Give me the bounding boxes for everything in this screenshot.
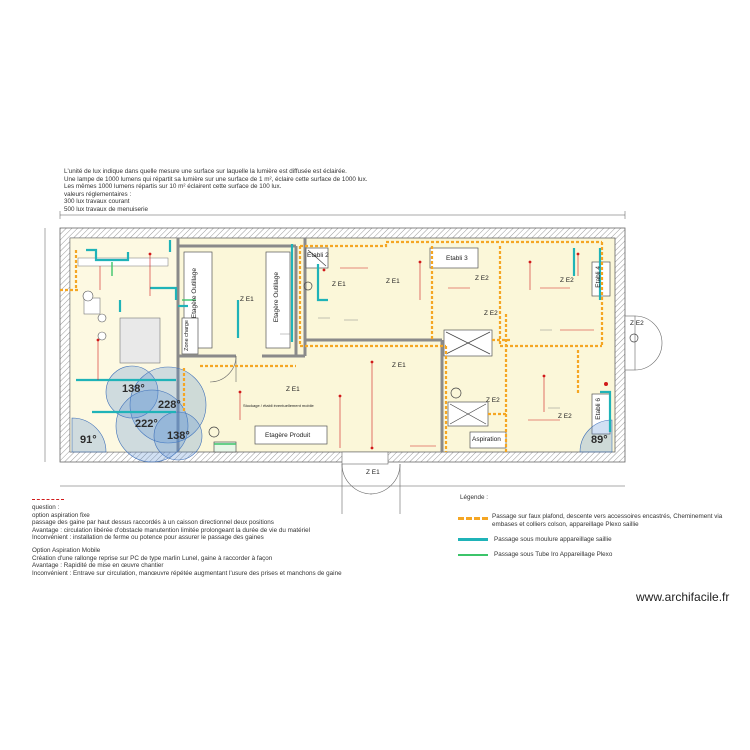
orange-ceiling-routes xyxy=(60,240,604,452)
note-line: Création d'une rallonge reprise sur PC d… xyxy=(32,554,273,562)
zone-ze1: Z E1 xyxy=(332,281,346,288)
red-dash-separator xyxy=(32,499,64,500)
note-line: passage des gaine par haut dessus raccor… xyxy=(32,519,274,527)
label-etabli-6: Etabli 6 xyxy=(595,398,602,420)
angle-label: 138° xyxy=(122,383,145,395)
zone-ze2: Z E2 xyxy=(486,397,500,404)
note-line: Option Aspiration Mobile xyxy=(32,547,101,554)
zone-ze1: Z E1 xyxy=(386,278,400,285)
label-etabli-4: Etabli 4 xyxy=(595,266,602,288)
zone-ze1: Z E1 xyxy=(240,296,254,303)
angle-label: 228° xyxy=(158,399,181,411)
zone-ze1: Z E1 xyxy=(392,362,406,369)
label-stockage: Stockage / établi éventuellement mobile xyxy=(243,403,314,408)
marker-dots xyxy=(96,252,608,450)
teal-conduit xyxy=(76,240,612,432)
label-etagere-produit: Etagère Produit xyxy=(265,432,311,439)
zone-ze2: Z E2 xyxy=(475,275,489,282)
note-line: Avantage : circulation libérée d'obstacl… xyxy=(32,526,310,534)
watermark: www.archifacile.fr xyxy=(636,590,730,604)
label-etabli-3: Etabli 3 xyxy=(446,255,468,262)
angle-label: 89° xyxy=(591,434,608,446)
legend-swatch-orange xyxy=(458,517,488,520)
label-aspiration: Aspiration xyxy=(472,436,501,443)
legend-swatch-green xyxy=(458,554,488,556)
label-zone-charge: Zone charge xyxy=(184,320,190,351)
zone-ze2: Z E2 xyxy=(484,310,498,317)
legend-title: Légende : xyxy=(460,494,489,501)
label-etagere-outillage-1: Etagère Outillage xyxy=(191,268,198,319)
lighting-coverage xyxy=(71,365,613,463)
angle-label: 222° xyxy=(135,418,158,430)
dimension-markers xyxy=(97,254,594,448)
zone-ze2: Z E2 xyxy=(560,277,574,284)
note-line: option aspiration fixe xyxy=(32,511,90,519)
notes-question: question : option aspiration fixe passag… xyxy=(32,504,310,542)
note-line: valeurs réglementaires : xyxy=(64,190,132,198)
zone-ze2: Z E2 xyxy=(558,413,572,420)
note-line: Inconvénient : installation de ferme ou … xyxy=(32,534,264,542)
note-line: question : xyxy=(32,504,60,511)
legend-swatch-teal xyxy=(458,538,488,541)
green-tube xyxy=(111,262,236,445)
note-line: Une lampe de 1000 lumens qui répartit sa… xyxy=(64,175,368,183)
label-etabli-2: Etabli 2 xyxy=(307,252,329,259)
zone-ze1: Z E1 xyxy=(366,469,380,476)
note-line: Avantage : Rapidité de mise en œuvre cha… xyxy=(32,562,164,570)
angle-label: 138° xyxy=(167,430,190,442)
note-line: Inconvénient : Entrave sur circulation, … xyxy=(32,569,342,577)
notes-option: Option Aspiration Mobile Création d'une … xyxy=(32,547,342,577)
note-line: L'unité de lux indique dans quelle mesur… xyxy=(64,168,347,175)
label-etagere-outillage-2: Etagère Outillage xyxy=(273,272,280,323)
legend-item-ceiling: Passage sur faux plafond, descente vers … xyxy=(492,513,732,528)
note-line: 500 lux travaux de menuiserie xyxy=(64,205,149,213)
angle-label: 91° xyxy=(80,434,97,446)
note-line: Les mêmes 1000 lumens répartis sur 10 m²… xyxy=(64,183,282,191)
legend-item-label: Passage sur faux plafond, descente vers … xyxy=(492,513,723,528)
notes-top: L'unité de lux indique dans quelle mesur… xyxy=(64,168,367,214)
dimension-lines xyxy=(44,211,626,487)
legend-item-tube: Passage sous Tube Iro Appareillage Plexo xyxy=(494,551,613,558)
zone-ze1: Z E1 xyxy=(286,386,300,393)
legend-item-moulure: Passage sous moulure appareillage sailli… xyxy=(494,536,612,543)
note-line: 300 lux travaux courant xyxy=(64,198,130,206)
zone-ze2: Z E2 xyxy=(630,320,644,327)
tick-marks xyxy=(280,317,560,409)
